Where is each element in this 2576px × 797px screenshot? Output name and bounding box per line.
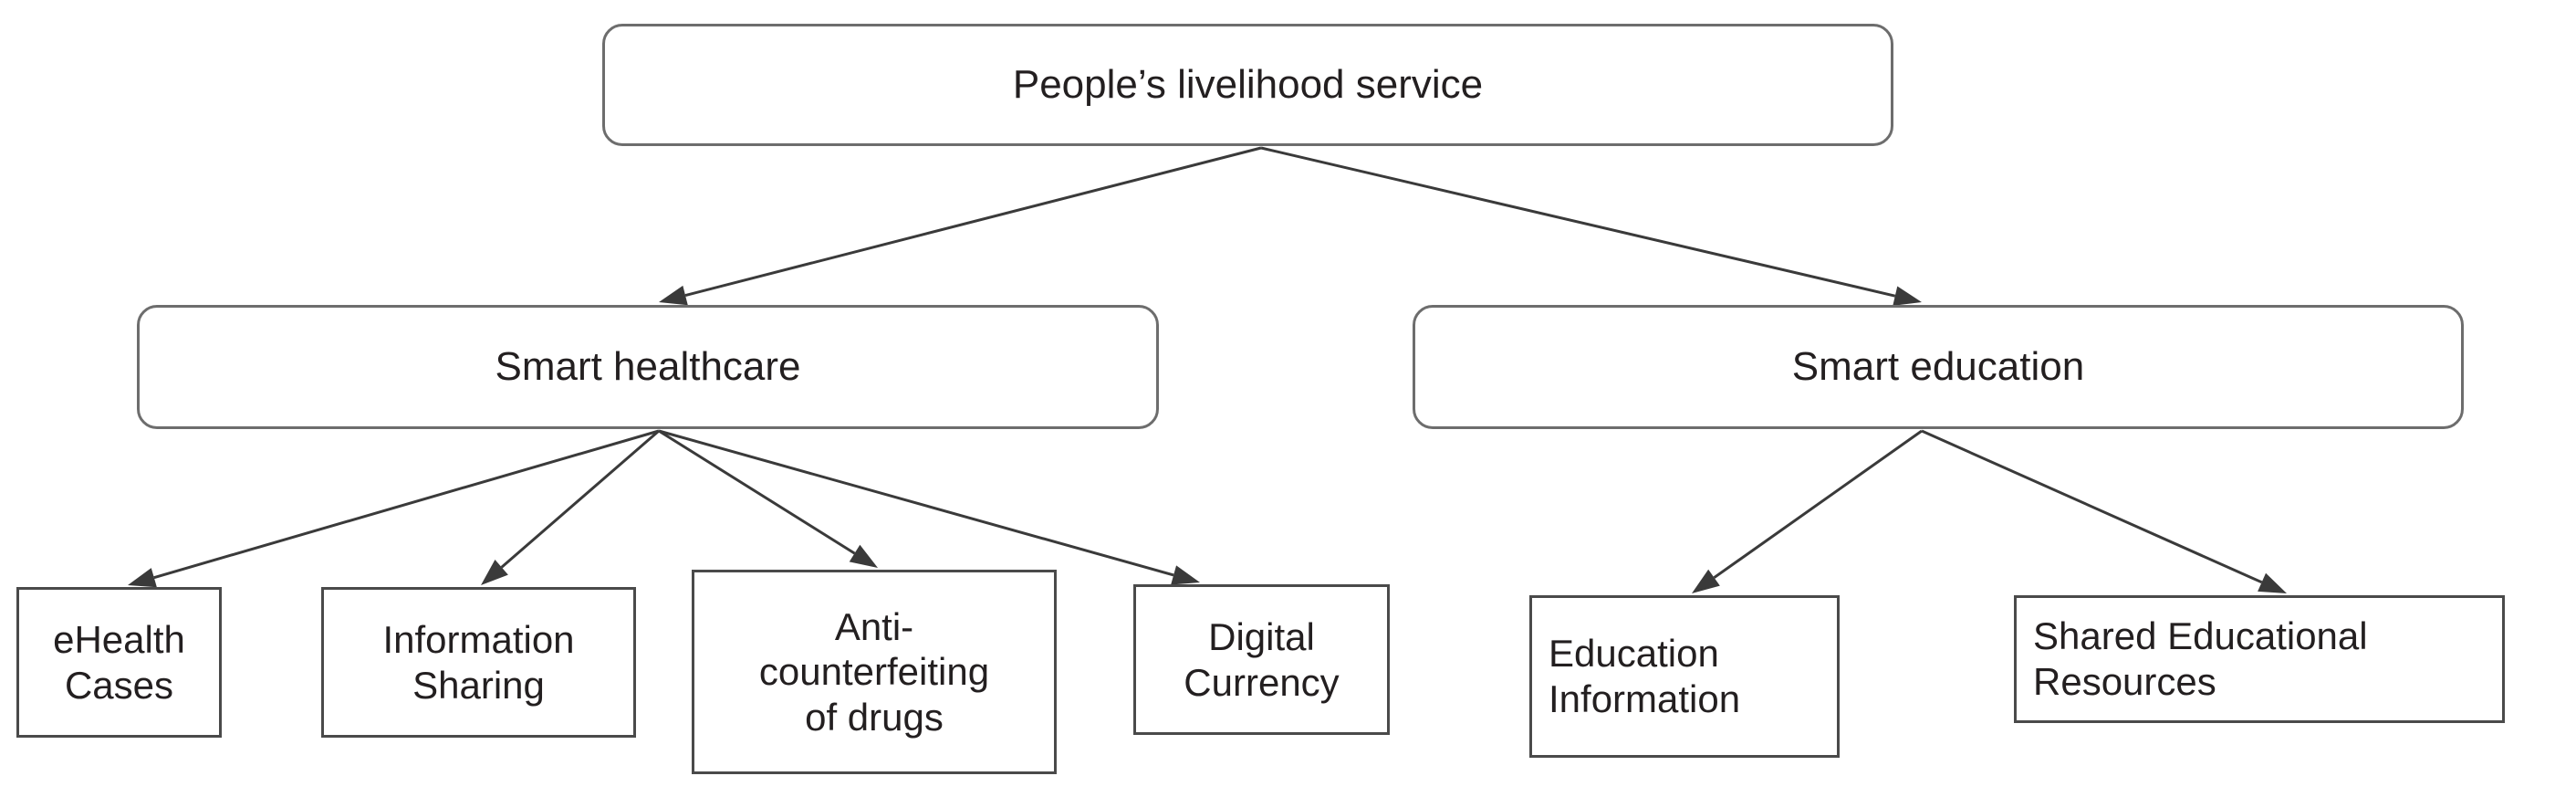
edge-education-to-educationinfo (1692, 429, 1923, 593)
edge-line (684, 146, 1262, 298)
node-label: Anti- counterfeiting of drugs (758, 604, 990, 739)
edge-line (500, 429, 660, 569)
node-information-sharing[interactable]: Information Sharing (321, 587, 636, 738)
edge-line (1921, 429, 2263, 584)
node-anti-counterfeiting-of-drugs[interactable]: Anti- counterfeiting of drugs (692, 570, 1057, 774)
arrowhead (2258, 572, 2287, 593)
edge-healthcare-to-ehealth (128, 429, 660, 588)
node-label: Smart education (1791, 344, 2085, 390)
arrowhead (1893, 286, 1922, 306)
node-label: Smart healthcare (495, 344, 801, 390)
arrowhead (128, 568, 157, 588)
node-peoples-livelihood-service[interactable]: People’s livelihood service (602, 24, 1893, 146)
node-education-information[interactable]: Education Information (1529, 595, 1840, 758)
node-label: Shared Educational Resources (2033, 614, 2368, 703)
node-digital-currency[interactable]: Digital Currency (1133, 584, 1390, 735)
node-label: eHealth Cases (53, 617, 185, 707)
edge-line (1713, 429, 1923, 579)
node-label: People’s livelihood service (1012, 62, 1484, 108)
edge-education-to-sharedresources (1921, 429, 2287, 593)
edge-healthcare-to-digitalcurrency (658, 429, 1200, 585)
edge-line (658, 429, 1174, 577)
arrowhead (849, 544, 878, 568)
node-smart-education[interactable]: Smart education (1413, 305, 2464, 429)
node-shared-educational-resources[interactable]: Shared Educational Resources (2014, 595, 2505, 723)
edge-healthcare-to-information (481, 429, 660, 585)
node-label: Education Information (1549, 632, 1741, 720)
arrowhead (481, 560, 508, 585)
edge-line (1260, 146, 1896, 298)
arrowhead (1692, 569, 1720, 593)
node-smart-healthcare[interactable]: Smart healthcare (137, 305, 1159, 429)
edge-line (153, 429, 660, 580)
edge-root-to-education (1260, 146, 1922, 306)
edge-healthcare-to-anticounterfeiting (658, 429, 878, 568)
node-label: Digital Currency (1184, 614, 1340, 704)
arrowhead (659, 285, 688, 306)
arrowhead (1171, 565, 1200, 585)
node-ehealth-cases[interactable]: eHealth Cases (16, 587, 222, 738)
edge-line (658, 429, 856, 555)
node-label: Information Sharing (382, 617, 575, 707)
edge-root-to-healthcare (659, 146, 1262, 306)
